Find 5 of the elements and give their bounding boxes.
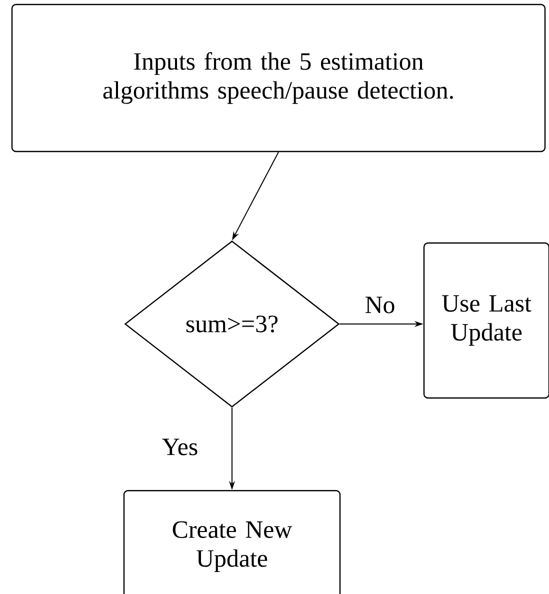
process-box: Inputs from the 5 estimation algorithms speech/pause detection. — [11, 4, 546, 152]
edge-label: Yes — [160, 438, 200, 456]
process-box: Create New Update — [123, 490, 341, 594]
process-box: Use Last Update — [423, 242, 549, 399]
edge-label: No — [364, 296, 396, 314]
